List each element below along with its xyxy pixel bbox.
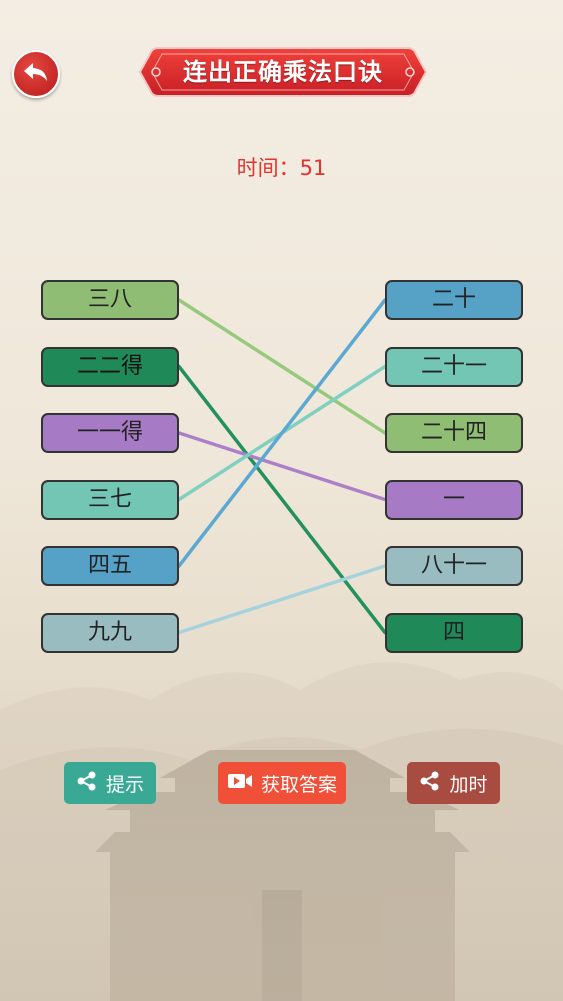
left-item[interactable]: 三八: [41, 280, 179, 320]
back-button[interactable]: [12, 50, 60, 98]
right-item[interactable]: 二十四: [385, 413, 523, 453]
right-item[interactable]: 八十一: [385, 546, 523, 586]
left-item[interactable]: 四五: [41, 546, 179, 586]
share-icon: [76, 770, 98, 797]
connection-line: [177, 364, 387, 502]
right-item[interactable]: 二十一: [385, 346, 523, 387]
left-item[interactable]: 九九: [41, 612, 179, 653]
right-item[interactable]: 二十: [385, 280, 523, 320]
timer-value: 51: [299, 156, 327, 180]
right-item[interactable]: 四: [385, 612, 523, 653]
hint-button[interactable]: 提示: [64, 762, 156, 804]
page-title: 连出正确乘法口诀: [183, 58, 383, 86]
video-icon: [227, 771, 253, 796]
left-item[interactable]: 三七: [41, 479, 179, 520]
connection-line: [177, 431, 387, 502]
title-banner: 连出正确乘法口诀: [138, 44, 428, 100]
back-arrow-icon: [22, 60, 50, 88]
connection-line: [177, 298, 387, 435]
hint-label: 提示: [105, 773, 144, 796]
get-answer-button[interactable]: 获取答案: [218, 762, 346, 804]
add-time-label: 加时: [449, 773, 488, 796]
left-item[interactable]: 一一得: [41, 413, 179, 453]
connection-line: [177, 298, 387, 568]
banner-frame: [138, 47, 428, 97]
timer-label: 时间：: [236, 156, 300, 180]
right-item[interactable]: 一: [385, 479, 523, 520]
get-answer-label: 获取答案: [260, 773, 337, 796]
add-time-button[interactable]: 加时: [407, 762, 500, 804]
left-item[interactable]: 二二得: [41, 346, 179, 387]
share-icon: [419, 770, 441, 797]
timer: 时间：51: [0, 152, 563, 182]
